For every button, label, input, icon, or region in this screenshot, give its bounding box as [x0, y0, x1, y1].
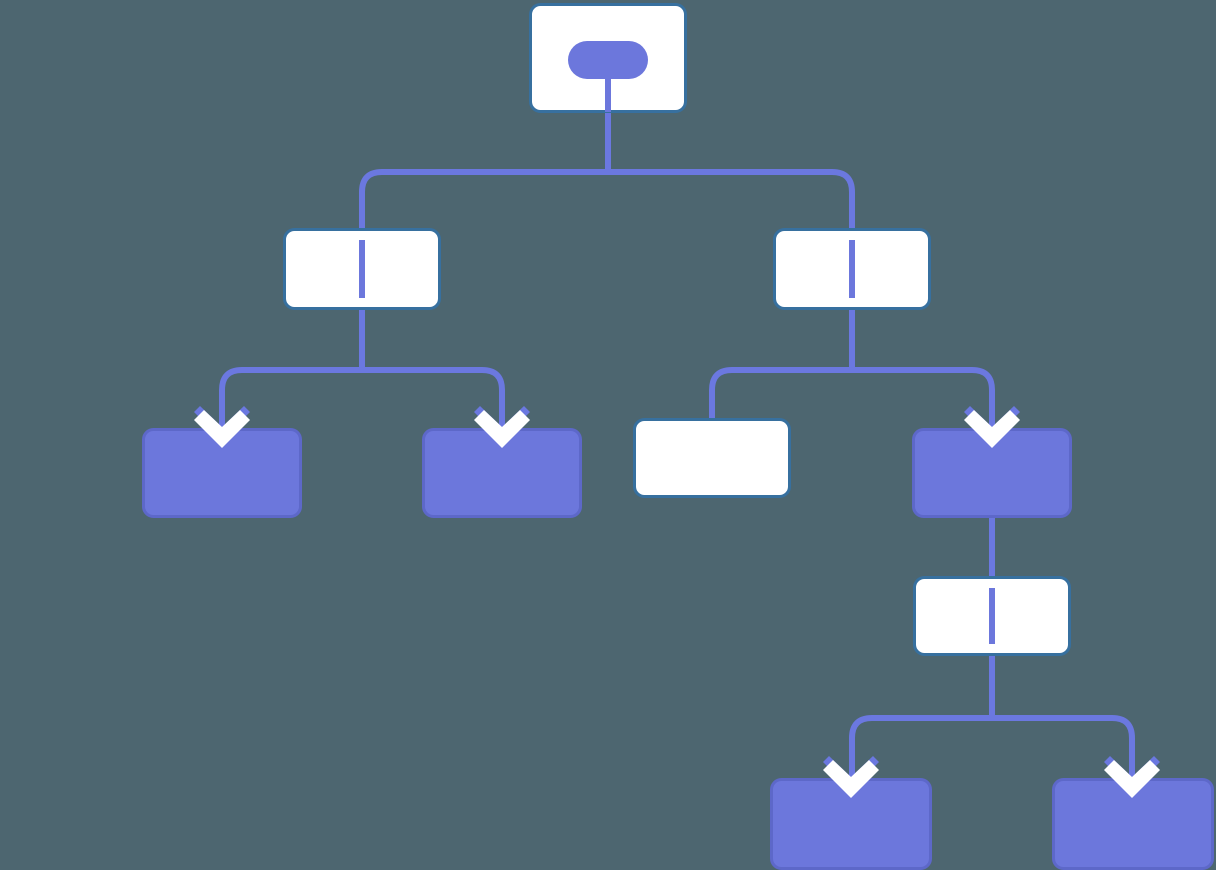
edge-l1-left-to-leaf-b — [362, 367, 505, 432]
edge-root-to-l1-left — [359, 169, 608, 250]
level2-leaf-c[interactable] — [633, 418, 791, 498]
root-node[interactable] — [529, 3, 687, 113]
level2-leaf-c-box[interactable] — [633, 418, 791, 498]
edge-l1-left-to-leaf-a — [219, 367, 362, 432]
edge-l1-right-to-leaf-c — [709, 367, 852, 418]
edge-level3-to-leaf-a — [849, 715, 992, 782]
level1-left-node-inner-line — [359, 240, 365, 298]
level3-passthrough-node-inner-line — [989, 588, 995, 644]
level1-right-node-inner-line — [849, 240, 855, 298]
edge-root-to-l1-right — [608, 169, 855, 250]
level3-passthrough-node[interactable] — [913, 576, 1071, 656]
edge-level3-to-leaf-b — [992, 715, 1135, 782]
edge-l1-right-to-branch — [852, 367, 995, 432]
root-node-pill-stem — [605, 76, 611, 112]
level1-left-node[interactable] — [283, 228, 441, 310]
root-node-pill — [568, 41, 648, 79]
level1-right-node[interactable] — [773, 228, 931, 310]
